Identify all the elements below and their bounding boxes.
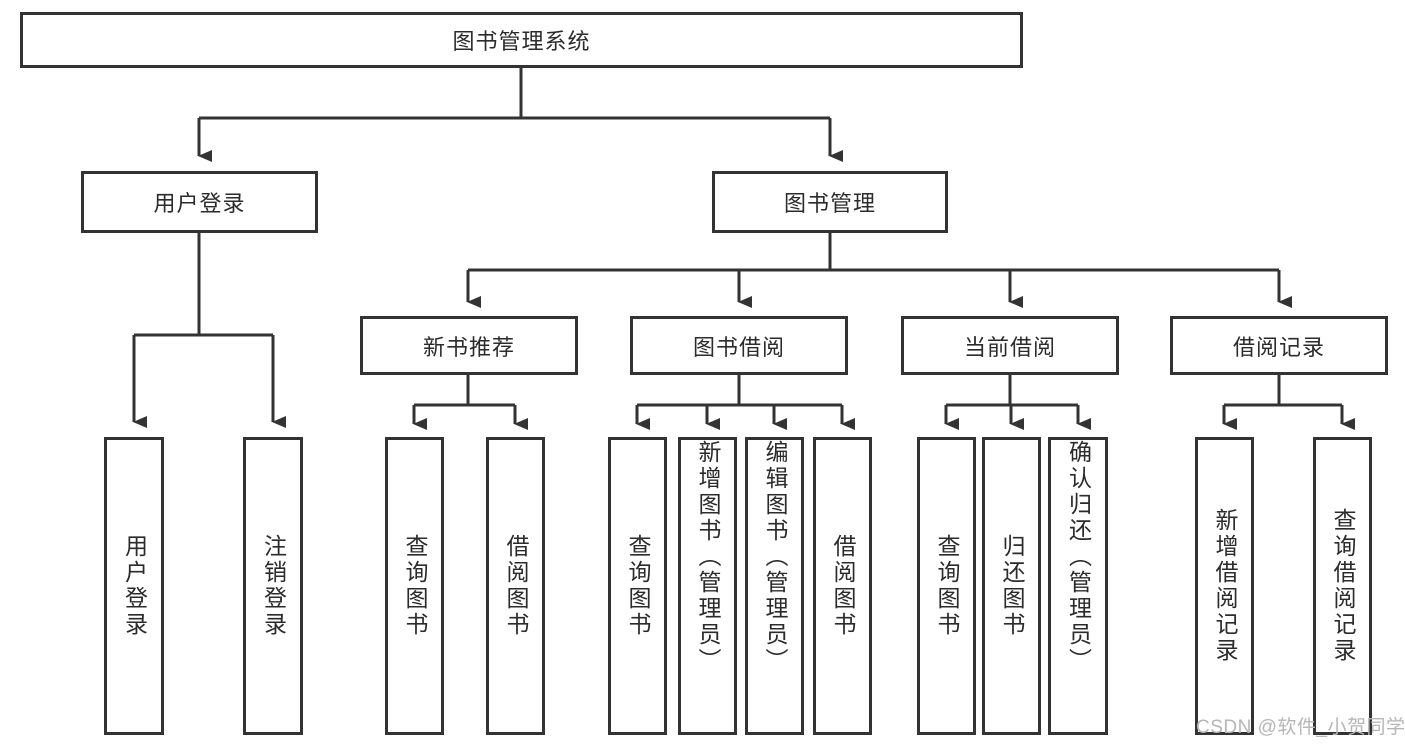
node-label: 新增图书（管理员） <box>695 440 721 674</box>
edge-new-book-children <box>412 375 528 430</box>
node-leaf-return-book[interactable]: 归还图书 <box>982 437 1041 735</box>
node-leaf-add-record[interactable]: 新增借阅记录 <box>1195 437 1254 735</box>
node-leaf-query-record[interactable]: 查询借阅记录 <box>1313 437 1372 735</box>
node-leaf-confirm-return[interactable]: 确认归还（管理员） <box>1048 437 1108 735</box>
node-current-borrow[interactable]: 当前借阅 <box>901 316 1119 375</box>
node-label: 新增借阅记录 <box>1212 508 1238 664</box>
node-label: 注销登录 <box>260 534 287 638</box>
node-label: 借阅记录 <box>1232 334 1325 360</box>
node-label: 图书借阅 <box>692 334 785 360</box>
node-label: 查询图书 <box>625 534 651 638</box>
edge-user-login-children <box>132 233 286 428</box>
node-leaf-query-book-2[interactable]: 查询图书 <box>608 437 667 735</box>
node-borrow-record[interactable]: 借阅记录 <box>1170 316 1388 375</box>
edge-bus-root <box>197 116 843 162</box>
node-label: 归还图书 <box>999 534 1025 638</box>
edge-current-borrow-children <box>944 375 1091 430</box>
node-user-login[interactable]: 用户登录 <box>81 171 318 233</box>
node-leaf-borrow-book-2[interactable]: 借阅图书 <box>813 437 872 735</box>
edge-borrow-record-children <box>1222 375 1355 430</box>
node-leaf-user-login[interactable]: 用户登录 <box>104 437 164 735</box>
node-book-management[interactable]: 图书管理 <box>712 171 948 233</box>
node-label: 当前借阅 <box>963 334 1056 360</box>
node-label: 图书管理系统 <box>452 29 591 54</box>
node-label: 用户登录 <box>121 534 148 638</box>
node-label: 编辑图书（管理员） <box>762 440 788 674</box>
node-leaf-logout[interactable]: 注销登录 <box>243 437 303 735</box>
node-label: 确认归还（管理员） <box>1065 440 1092 674</box>
node-label: 查询图书 <box>402 534 428 638</box>
node-label: 借阅图书 <box>503 534 529 638</box>
node-leaf-query-book-3[interactable]: 查询图书 <box>917 437 976 735</box>
node-label: 查询借阅记录 <box>1330 508 1356 664</box>
node-leaf-query-book-1[interactable]: 查询图书 <box>385 437 444 735</box>
node-label: 新书推荐 <box>422 334 515 360</box>
node-leaf-add-book[interactable]: 新增图书（管理员） <box>678 437 737 735</box>
node-root-system[interactable]: 图书管理系统 <box>20 12 1023 68</box>
watermark: CSDN @软件_小贺同学 <box>1196 717 1405 738</box>
node-book-borrow[interactable]: 图书借阅 <box>630 316 848 375</box>
node-label: 图书管理 <box>783 191 876 216</box>
node-leaf-edit-book[interactable]: 编辑图书（管理员） <box>745 437 804 735</box>
node-new-book-recommend[interactable]: 新书推荐 <box>360 316 578 375</box>
node-leaf-borrow-book-1[interactable]: 借阅图书 <box>486 437 545 735</box>
edge-book-mgmt-children <box>466 233 1292 308</box>
node-label: 查询图书 <box>934 534 960 638</box>
node-label: 借阅图书 <box>830 534 856 638</box>
edge-book-borrow-children <box>635 375 855 430</box>
node-label: 用户登录 <box>153 191 246 216</box>
